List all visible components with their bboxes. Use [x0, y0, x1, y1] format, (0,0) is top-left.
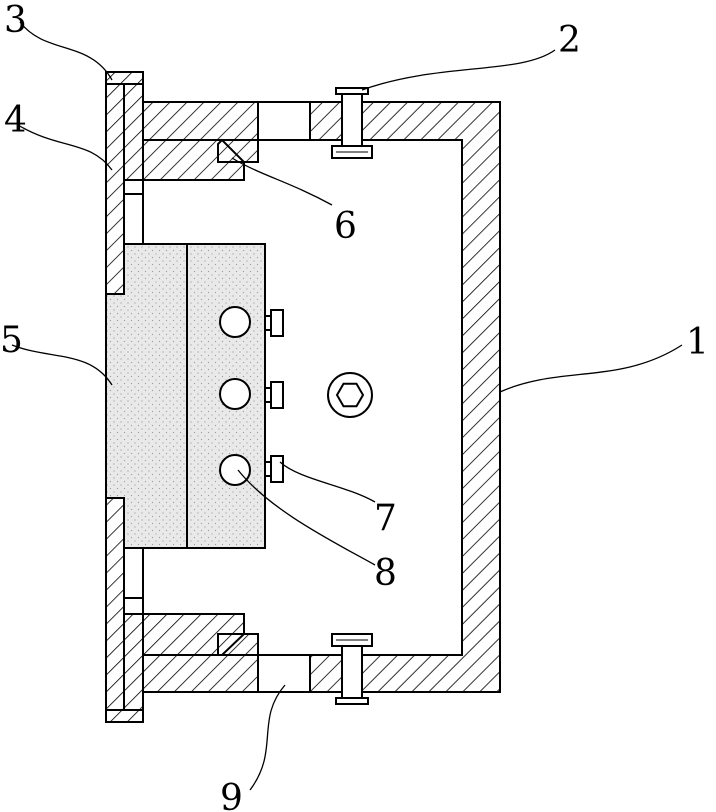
upper-lip: [143, 140, 258, 180]
label-1: 1: [686, 322, 709, 363]
round-holes: [220, 307, 250, 485]
label-7: 7: [374, 498, 397, 539]
label-8: 8: [374, 553, 397, 594]
label-3: 3: [4, 0, 27, 41]
label-5: 5: [0, 320, 23, 361]
label-9: 9: [220, 778, 243, 812]
top-opening: [258, 102, 310, 140]
upper-spacer: [124, 180, 143, 194]
side-tabs: [265, 310, 283, 482]
label-6: 6: [334, 206, 357, 247]
hex-socket: [328, 373, 372, 417]
label-2: 2: [558, 20, 581, 61]
label-4: 4: [4, 100, 27, 141]
lower-spacer: [124, 598, 143, 614]
lower-lip: [143, 614, 258, 655]
